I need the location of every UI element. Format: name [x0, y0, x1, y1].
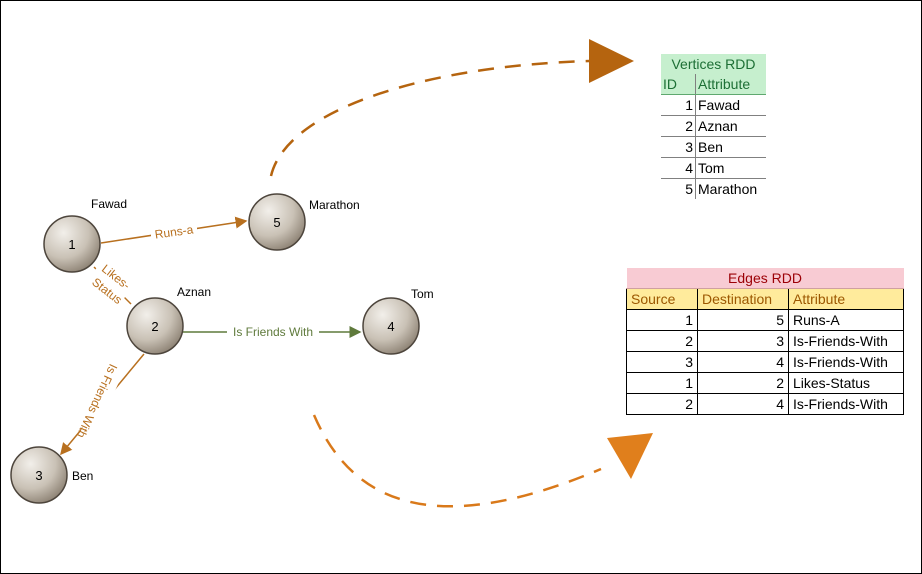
node-2: 2 [126, 297, 184, 355]
cell-id: 1 [661, 94, 696, 116]
cell-attribute: Is-Friends-With [788, 330, 904, 352]
edge-label-runs-a: Runs-a [154, 222, 195, 241]
column-header-attribute: Attribute [788, 288, 904, 310]
table-row: 1 5 Runs-A [626, 309, 904, 331]
cell-source: 3 [626, 351, 698, 373]
cell-attribute: Ben [695, 136, 766, 158]
cell-source: 1 [626, 372, 698, 394]
edge-label-bg [74, 354, 130, 450]
edges-rdd-table: Edges RDD Source Destination Attribute 1… [626, 268, 904, 415]
node-5: 5 [248, 193, 306, 251]
node-1: 1 [43, 215, 101, 273]
column-header-destination: Destination [697, 288, 789, 310]
table-row: 2 3 Is-Friends-With [626, 330, 904, 352]
arrowhead-to-edges [607, 433, 653, 479]
column-header-attribute: Attribute [695, 74, 766, 95]
node-id: 4 [387, 319, 394, 334]
cell-attribute: Is-Friends-With [788, 351, 904, 373]
node-4: 4 [362, 297, 420, 355]
cell-attribute: Is-Friends-With [788, 393, 904, 415]
table-row: 2 4 Is-Friends-With [626, 393, 904, 415]
vertices-rdd-table: Vertices RDD ID Attribute 1 Fawad 2 Azna… [661, 54, 766, 199]
cell-attribute: Fawad [695, 94, 766, 116]
cell-destination: 4 [697, 351, 789, 373]
cell-attribute: Likes-Status [788, 372, 904, 394]
node-id: 5 [273, 215, 280, 230]
node-name-ben: Ben [72, 469, 93, 483]
table-row: 1 2 Likes-Status [626, 372, 904, 394]
cell-source: 2 [626, 393, 698, 415]
column-header-id: ID [661, 74, 696, 95]
arrowhead-to-vertices [589, 39, 634, 83]
edge-label-bg [79, 255, 139, 315]
table-title: Edges RDD [626, 268, 904, 289]
cell-id: 5 [661, 178, 696, 199]
cell-attribute: Aznan [695, 115, 766, 137]
table-row: 3 Ben [661, 136, 766, 158]
cell-source: 2 [626, 330, 698, 352]
node-id: 3 [35, 468, 42, 483]
table-row: 5 Marathon [661, 178, 766, 199]
table-row: 2 Aznan [661, 115, 766, 137]
node-name-tom: Tom [411, 287, 434, 301]
node-name-marathon: Marathon [309, 198, 360, 212]
table-row: 4 Tom [661, 157, 766, 179]
dashed-arrow-to-edges [312, 414, 602, 508]
cell-destination: 3 [697, 330, 789, 352]
dashed-arrow-to-vertices [269, 59, 590, 177]
node-id: 2 [151, 319, 158, 334]
edge-label-bg [227, 325, 319, 339]
cell-destination: 2 [697, 372, 789, 394]
cell-id: 4 [661, 157, 696, 179]
node-name-aznan: Aznan [177, 285, 211, 299]
edge-label-is-friends-with: Is Friends With [233, 325, 313, 339]
cell-destination: 5 [697, 309, 789, 331]
node-3: 3 [10, 446, 68, 504]
cell-id: 3 [661, 136, 696, 158]
cell-id: 2 [661, 115, 696, 137]
edge-label-bg [151, 225, 197, 239]
table-title: Vertices RDD [661, 54, 766, 74]
cell-attribute: Marathon [698, 181, 758, 197]
node-name-fawad: Fawad [91, 197, 127, 211]
table-row: 1 Fawad [661, 94, 766, 116]
cell-destination: 4 [697, 393, 789, 415]
table-row: 3 4 Is-Friends-With [626, 351, 904, 373]
column-header-source: Source [626, 288, 698, 310]
node-id: 1 [68, 237, 75, 252]
cell-attribute: Runs-A [788, 309, 904, 331]
cell-attribute: Tom [695, 157, 766, 179]
cell-source: 1 [626, 309, 698, 331]
